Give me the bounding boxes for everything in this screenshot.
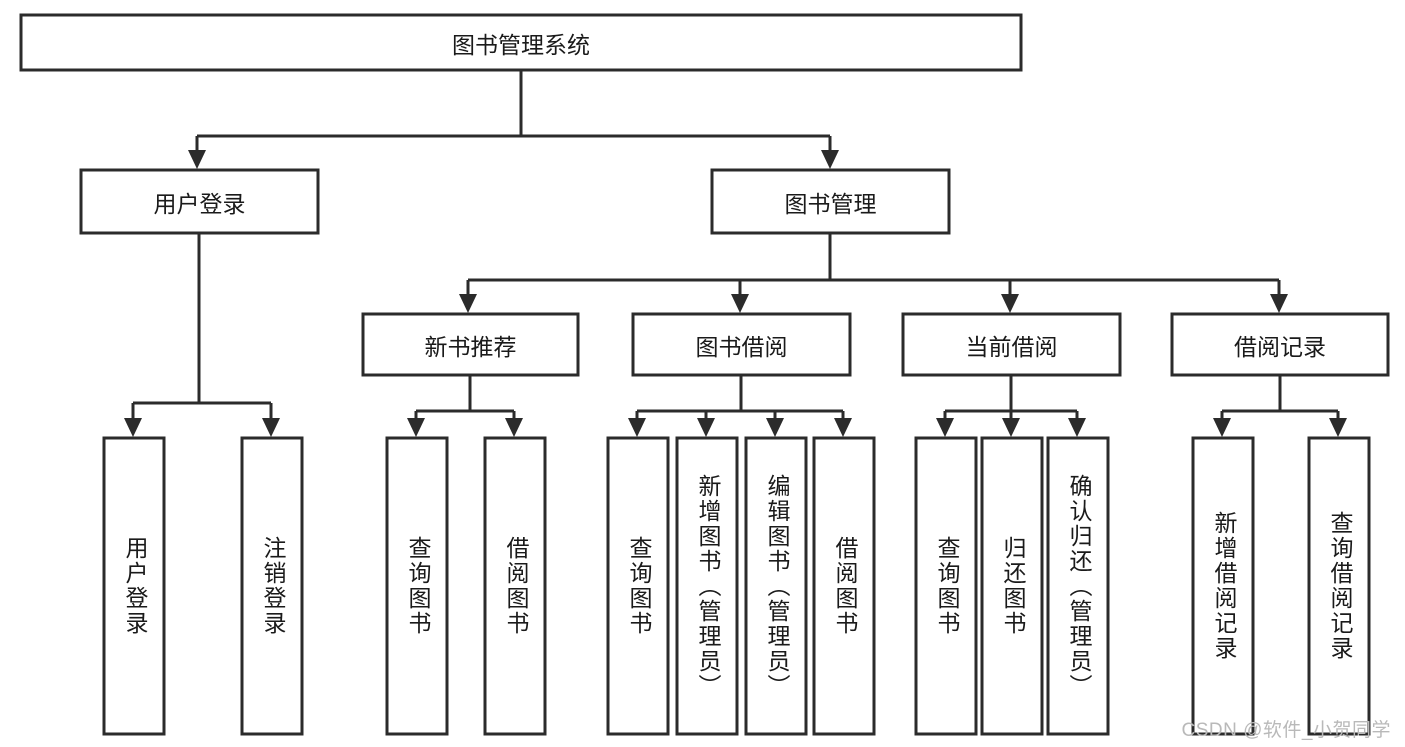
connector-userlogin-to-leaves <box>124 233 280 437</box>
node-box-leaf-query-book-2[interactable] <box>606 436 670 736</box>
connector-root-to-level1 <box>188 70 839 169</box>
node-box-leaf-user-login[interactable] <box>102 436 166 736</box>
connector-newbook-to-leaves <box>407 375 523 437</box>
node-box-leaf-logout-login[interactable] <box>240 436 304 736</box>
node-box-leaf-add-record[interactable] <box>1191 436 1255 736</box>
connector-bookborrow-to-leaves <box>628 375 852 437</box>
node-box-leaf-edit-book[interactable] <box>744 436 808 736</box>
connector-borrowrecord-to-leaves <box>1213 375 1347 437</box>
node-box-leaf-add-book[interactable] <box>675 436 739 736</box>
node-box-root[interactable] <box>19 13 1023 72</box>
node-box-book-management[interactable] <box>710 168 951 235</box>
node-box-leaf-confirm-return[interactable] <box>1046 436 1110 736</box>
node-box-leaf-return-book[interactable] <box>980 436 1044 736</box>
node-box-current-borrow[interactable] <box>901 312 1122 377</box>
node-box-user-login[interactable] <box>79 168 320 235</box>
node-box-leaf-query-book-3[interactable] <box>914 436 978 736</box>
node-box-leaf-query-record[interactable] <box>1307 436 1371 736</box>
node-box-leaf-query-book-1[interactable] <box>385 436 449 736</box>
node-box-new-book-recommend[interactable] <box>361 312 580 377</box>
node-box-leaf-borrow-book-2[interactable] <box>812 436 876 736</box>
connector-currentborrow-to-leaves <box>936 375 1086 437</box>
node-box-borrow-record[interactable] <box>1170 312 1390 377</box>
node-box-book-borrow[interactable] <box>631 312 852 377</box>
connector-bookmgmt-to-level2 <box>459 233 1288 313</box>
node-box-leaf-borrow-book-1[interactable] <box>483 436 547 736</box>
